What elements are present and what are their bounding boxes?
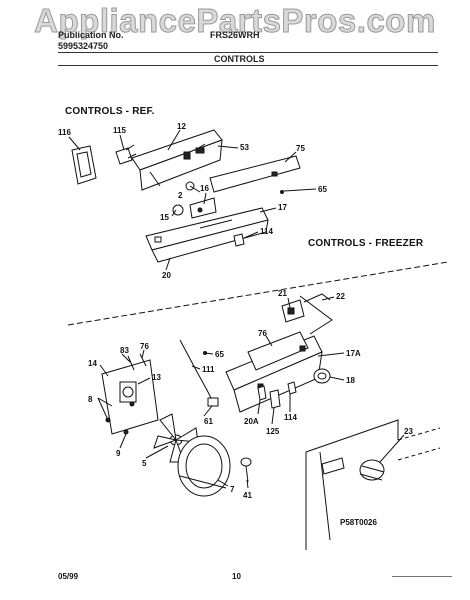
freezer-switch-part — [281, 293, 333, 335]
callout-61: 61 — [204, 417, 213, 426]
clip-83-76-part — [127, 353, 147, 371]
callout-22: 22 — [336, 292, 345, 301]
callout-20: 20 — [162, 271, 171, 280]
callout-76: 76 — [140, 342, 149, 351]
callout-9: 9 — [116, 449, 121, 458]
callout-17: 17 — [278, 203, 287, 212]
callout-13: 13 — [152, 373, 161, 382]
footer-fine-print-line — [392, 576, 452, 577]
callout-65-freezer: 65 — [215, 350, 224, 359]
screw-114-part — [233, 233, 245, 247]
fan-bracket-part — [101, 359, 159, 435]
footer-date: 05/99 — [58, 572, 79, 581]
callout-23: 23 — [404, 427, 413, 436]
housing-cover-part — [209, 155, 301, 193]
callout-116: 116 — [58, 128, 71, 137]
control-housing-part — [131, 129, 223, 191]
callout-20A: 20A — [244, 417, 259, 426]
callout-111: 111 — [202, 365, 215, 374]
freezer-knob-part — [313, 368, 331, 384]
callout-5: 5 — [142, 459, 147, 468]
callout-114-ref: 114 — [260, 227, 273, 236]
light-socket-part — [115, 144, 137, 165]
ref-leader-lines — [68, 129, 317, 271]
callout-17A: 17A — [346, 349, 361, 358]
callout-125: 125 — [266, 427, 280, 436]
screw-65-ref-part — [280, 190, 284, 194]
footer-page-number: 10 — [232, 572, 241, 581]
screw-114-freezer-part — [287, 381, 297, 395]
callout-15: 15 — [160, 213, 169, 222]
section-heading: CONTROLS — [214, 54, 265, 64]
callout-12: 12 — [177, 122, 186, 131]
freezer-leader-lines — [97, 296, 405, 489]
callout-21: 21 — [278, 289, 287, 298]
screw-9-part — [123, 429, 129, 435]
callout-83: 83 — [120, 346, 129, 355]
screw-125-part — [269, 389, 281, 409]
callout-16: 16 — [200, 184, 209, 193]
cabinet-corner-part — [305, 419, 441, 550]
bracket-20a-part — [257, 385, 267, 401]
fan-motor-part — [177, 435, 231, 497]
light-shield-part — [71, 145, 97, 185]
callout-76-freezer: 76 — [258, 329, 267, 338]
model-number: FRS26WRH — [210, 30, 260, 40]
section-title-freezer: CONTROLS - FREEZER — [308, 238, 424, 249]
harness-connector-part — [207, 397, 219, 407]
ref-control-panel-part — [145, 207, 269, 263]
callout-114-freezer: 114 — [284, 413, 297, 422]
callout-75: 75 — [296, 144, 305, 153]
callout-18: 18 — [346, 376, 355, 385]
callout-115: 115 — [113, 126, 126, 135]
publication-label: Publication No. — [58, 30, 124, 40]
freezer-control-housing-part — [225, 331, 323, 413]
section-title-ref: CONTROLS - REF. — [65, 106, 155, 117]
callout-14: 14 — [88, 359, 97, 368]
callout-8: 8 — [88, 395, 93, 404]
callout-2: 2 — [178, 191, 183, 200]
bulb-part — [172, 204, 184, 216]
figure-code: P58T0026 — [340, 518, 377, 527]
callout-7: 7 — [230, 485, 235, 494]
header-rule-bottom — [58, 65, 438, 66]
header-rule — [58, 52, 438, 53]
section-divider — [67, 261, 449, 326]
screw-41-part — [240, 457, 252, 483]
callout-65-ref: 65 — [318, 185, 327, 194]
callout-41: 41 — [243, 491, 252, 500]
site-watermark: AppliancePartsPros.com — [34, 2, 436, 40]
thermostat-part — [189, 197, 217, 219]
publication-number: 5995324750 — [58, 41, 109, 51]
callout-53: 53 — [240, 143, 249, 152]
